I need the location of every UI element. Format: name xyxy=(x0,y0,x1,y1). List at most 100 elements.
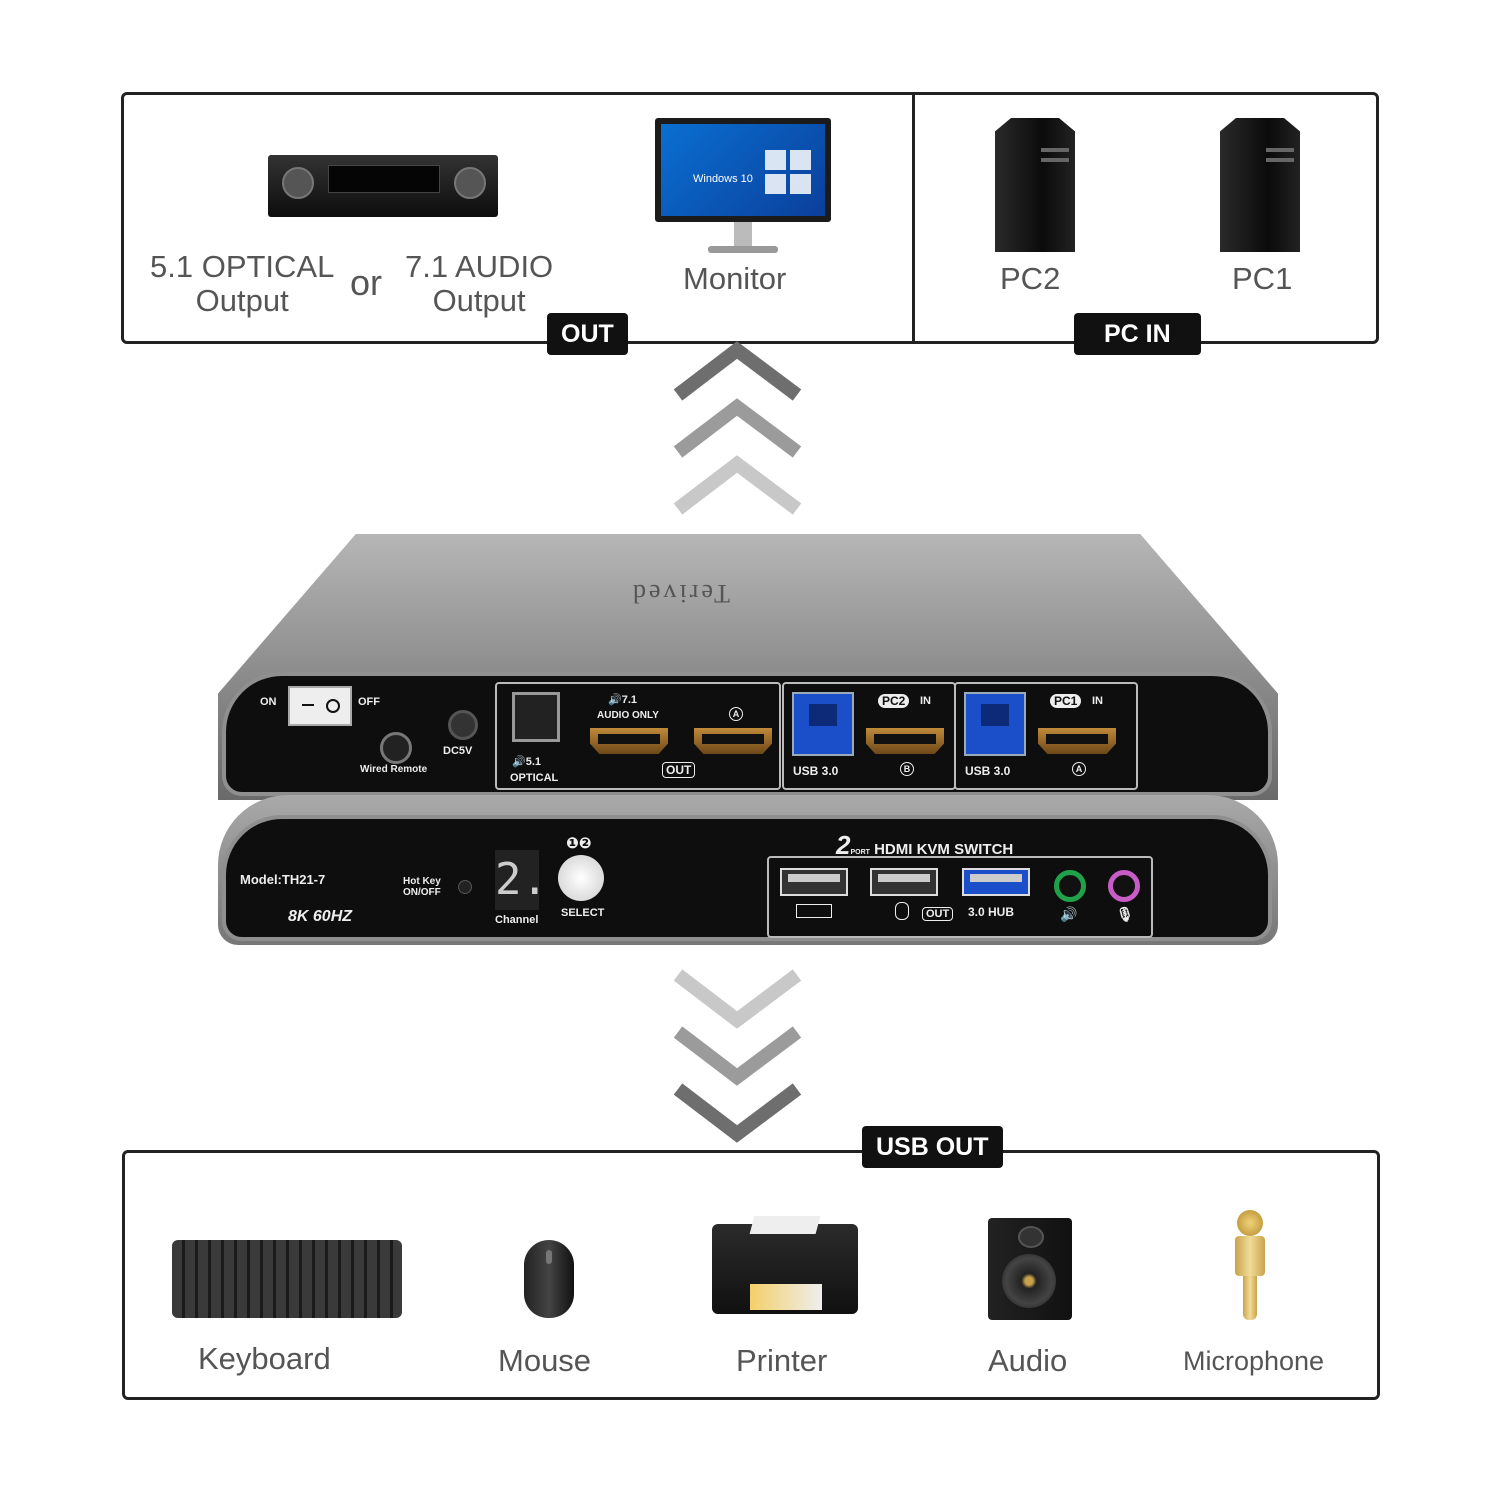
microphone-label: Microphone xyxy=(1183,1346,1325,1376)
usb-out-badge: OUT xyxy=(922,907,954,921)
pc2-in-badge: PC2 xyxy=(878,694,910,708)
mouse-icon xyxy=(895,902,909,920)
on-label: ON xyxy=(260,696,277,708)
audio71-output-label: 7.1 AUDIO Output xyxy=(405,249,554,318)
receiver-knob-right xyxy=(454,167,486,199)
pc2-in-label: IN xyxy=(920,695,931,707)
port-a-label: A xyxy=(729,707,743,721)
power-switch[interactable] xyxy=(288,686,352,726)
audio-receiver-image xyxy=(268,155,498,217)
optical-51-text: 5.1 xyxy=(525,756,541,768)
mic-in-jack[interactable] xyxy=(1108,870,1140,902)
hub-label: 3.0 HUB xyxy=(968,905,1015,919)
channel-label: Channel xyxy=(495,914,539,926)
keyboard-icon xyxy=(796,904,832,918)
speaker-icon: 🔊 xyxy=(1060,906,1078,922)
windows-logo-icon xyxy=(765,150,811,194)
pc2-usb3-port[interactable] xyxy=(792,692,854,756)
section-divider xyxy=(912,95,915,341)
microphone-image xyxy=(1230,1210,1270,1322)
mouse-usb-port[interactable] xyxy=(870,868,938,896)
keyboard-image xyxy=(172,1240,402,1318)
optical-label: OPTICAL xyxy=(510,772,559,784)
mouse-wheel xyxy=(546,1250,552,1264)
mic-body xyxy=(1235,1236,1265,1276)
audio-port-group xyxy=(495,682,781,790)
mouse-image xyxy=(524,1240,574,1318)
pc1-usb3-port[interactable] xyxy=(964,692,1026,756)
usb-out-tag: USB OUT xyxy=(862,1126,1003,1168)
speaker-image xyxy=(988,1218,1072,1320)
or-label: or xyxy=(350,262,383,303)
monitor-base xyxy=(708,246,778,253)
monitor-screen-text: Windows 10 xyxy=(693,173,753,185)
audio-71-label: 🔊7.1 xyxy=(608,694,637,706)
mic-head xyxy=(1237,1210,1263,1236)
speaker-tweeter xyxy=(1018,1226,1044,1248)
out-badge: OUT xyxy=(662,762,696,778)
power-switch-line xyxy=(302,704,314,706)
brand-logo: Terived xyxy=(630,579,731,608)
printer-label: Printer xyxy=(736,1343,828,1378)
chevron-up-icon xyxy=(673,398,802,458)
out-tag: OUT xyxy=(547,313,628,355)
port-count: 2 xyxy=(836,830,851,860)
off-label: OFF xyxy=(358,696,380,708)
pc2-label: PC2 xyxy=(1000,261,1061,296)
hotkey-label: Hot Key ON/OFF xyxy=(403,876,441,898)
pc1-hdmi-in-port[interactable] xyxy=(1038,728,1116,754)
keyboard-usb-port[interactable] xyxy=(780,868,848,896)
pc1-usb30-label: USB 3.0 xyxy=(965,764,1011,778)
pc1-in-badge: PC1 xyxy=(1050,694,1082,708)
audio-only-label: AUDIO ONLY xyxy=(597,710,659,721)
chevron-down-icon xyxy=(673,1026,802,1086)
wired-remote-jack[interactable] xyxy=(380,732,412,764)
hdmi-out-audio-port[interactable] xyxy=(590,728,668,754)
printer-paper-top xyxy=(749,1216,821,1234)
hdmi-out-port-a[interactable] xyxy=(694,728,772,754)
optical-51-label: 🔊5.1 xyxy=(512,756,541,768)
printer-paper-out xyxy=(750,1284,822,1310)
usb3-hub-port[interactable] xyxy=(962,868,1030,896)
wired-remote-label: Wired Remote xyxy=(360,764,428,775)
monitor-image: Windows 10 xyxy=(655,118,831,222)
pc2-tower-image xyxy=(995,118,1075,252)
port-b-label: B xyxy=(900,762,914,776)
monitor-stand xyxy=(734,222,752,246)
select-button[interactable] xyxy=(558,855,604,901)
audio-out-jack[interactable] xyxy=(1054,870,1086,902)
pc2-hdmi-in-port[interactable] xyxy=(866,728,944,754)
product-title: 2PORT HDMI KVM SWITCH xyxy=(836,830,1013,861)
audio-71-text: 7.1 xyxy=(621,694,637,706)
kvm-lower-panel xyxy=(222,815,1272,941)
model-label: Model:TH21-7 xyxy=(240,872,326,887)
pc2-drive-bay xyxy=(1041,158,1069,162)
spec-label: 8K 60HZ xyxy=(288,908,353,925)
chevron-down-icon xyxy=(673,969,802,1029)
mic-handle xyxy=(1243,1276,1257,1320)
optical-output-label: 5.1 OPTICAL Output xyxy=(150,249,335,318)
pc1-drive-bay xyxy=(1266,158,1294,162)
pc1-port-a-label: A xyxy=(1072,762,1086,776)
speaker-woofer xyxy=(1002,1254,1056,1308)
pc1-in-label: IN xyxy=(1092,695,1103,707)
dc5v-jack[interactable] xyxy=(448,710,478,740)
pc1-label: PC1 xyxy=(1232,261,1293,296)
chevron-up-icon xyxy=(673,455,802,515)
receiver-knob-left xyxy=(282,167,314,199)
pc2-drive-bay xyxy=(1041,148,1069,152)
chevron-up-icon xyxy=(673,341,802,401)
pc1-drive-bay xyxy=(1266,148,1294,152)
power-switch-circle xyxy=(326,699,340,713)
pc2-usb30-label: USB 3.0 xyxy=(793,764,839,778)
kvm-title-text: HDMI KVM SWITCH xyxy=(874,841,1014,858)
pc-in-tag: PC IN xyxy=(1074,313,1201,355)
channel-display: 2. xyxy=(495,850,548,910)
monitor-label: Monitor xyxy=(683,261,787,296)
optical-port[interactable] xyxy=(512,692,560,742)
audio-label: Audio xyxy=(988,1343,1068,1378)
port-word: PORT xyxy=(850,849,870,856)
chevron-down-icon xyxy=(673,1083,802,1143)
microphone-icon: 🎙 xyxy=(1116,906,1134,922)
select-label: SELECT xyxy=(561,907,605,919)
